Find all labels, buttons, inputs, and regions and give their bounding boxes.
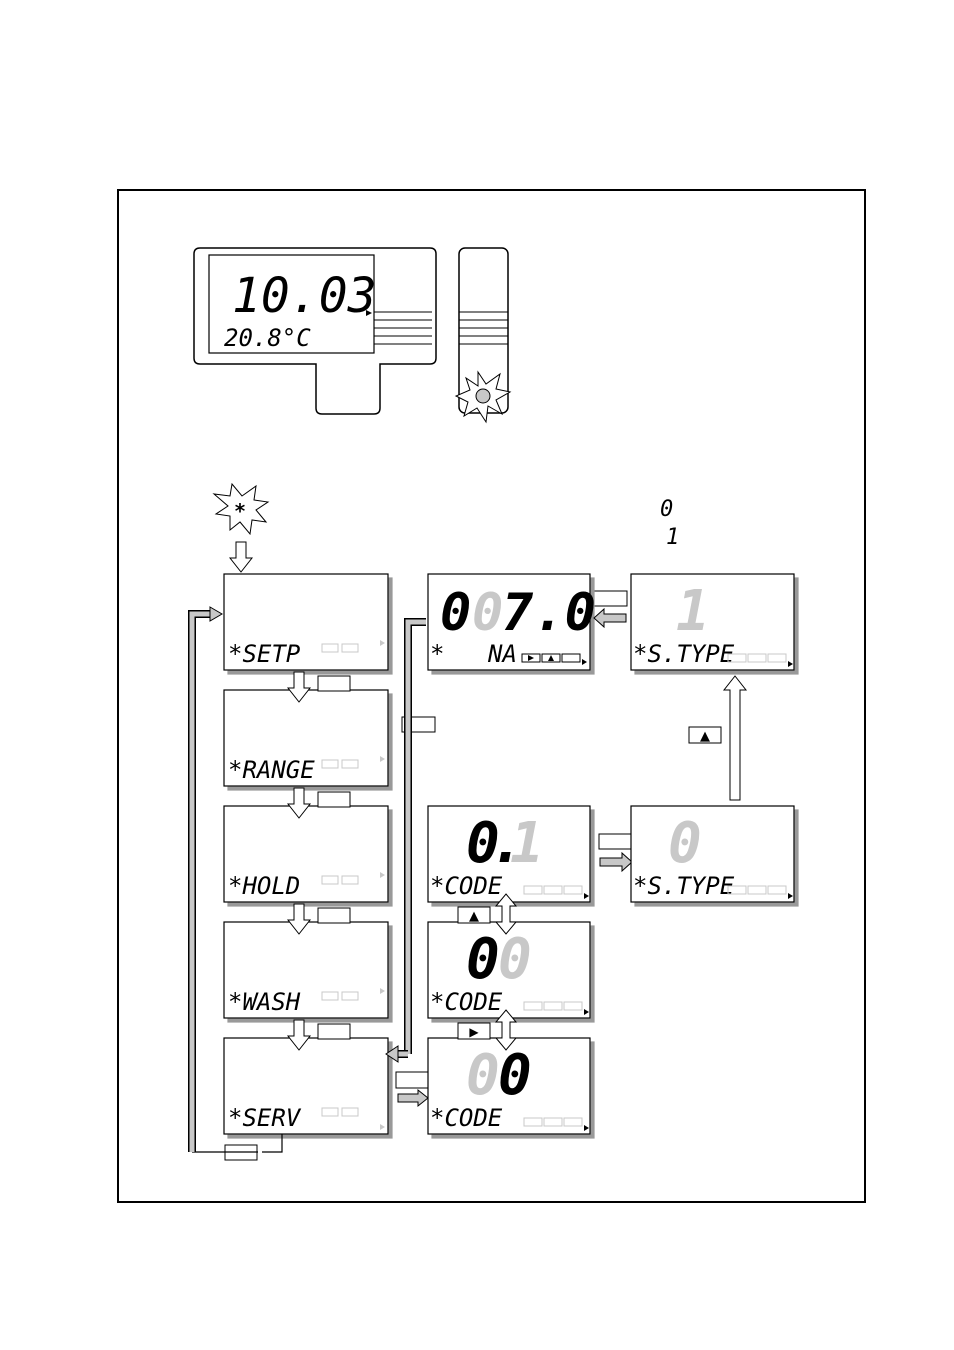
yes-key[interactable] — [599, 834, 631, 849]
mode-key[interactable] — [318, 676, 350, 691]
na-digit-2: 0 — [472, 583, 503, 643]
stype1-value: 1 — [676, 579, 710, 644]
code3-digit-b: 0 — [498, 1043, 532, 1108]
up-arrow-icon — [724, 676, 746, 800]
menu-label-serv: *SERV — [228, 1104, 302, 1132]
code2-label: *CODE — [430, 988, 503, 1016]
menu-label-range: *RANGE — [228, 756, 315, 784]
na-digit-1: 0 — [440, 583, 471, 643]
mode-key[interactable] — [318, 792, 350, 807]
mode-key[interactable] — [318, 908, 350, 923]
yes-key[interactable] — [396, 1072, 428, 1088]
na-label: NA — [487, 640, 517, 668]
stype0-label: *S.TYPE — [633, 872, 735, 900]
up-key[interactable]: ▲ — [458, 907, 490, 924]
code2-digit-b: 0 — [498, 927, 532, 992]
menu-label-hold: *HOLD — [228, 872, 300, 900]
temperature-reading: 20.8°C — [224, 324, 311, 352]
menu-label-wash: *WASH — [228, 988, 301, 1016]
menu-label-setp: *SETP — [228, 640, 301, 668]
right-arrow-icon: ▶ — [469, 1025, 479, 1039]
na-digit-3: 7.0 — [502, 583, 596, 643]
main-reading: 10.03 — [232, 268, 377, 324]
stype0-value: 0 — [668, 811, 702, 876]
right-arrow-icon — [600, 853, 632, 871]
left-arrow-icon — [594, 609, 626, 627]
star-key-label: * — [234, 499, 246, 523]
device-side-view — [456, 248, 510, 422]
code3-label: *CODE — [430, 1104, 503, 1132]
yes-key[interactable] — [594, 591, 627, 606]
code2-digit-a: 0 — [466, 927, 500, 992]
right-key[interactable]: ▶ — [458, 1023, 490, 1039]
up-key[interactable]: ▲ — [689, 727, 721, 744]
stype1-label: *S.TYPE — [633, 640, 735, 668]
down-arrow-icon — [230, 542, 252, 572]
code1-digit-c: 1 — [510, 811, 544, 876]
up-arrow-icon: ▲ — [469, 909, 479, 924]
star-key-burst-icon: * — [214, 484, 268, 534]
analyzer-device: 10.03 20.8°C — [194, 248, 436, 414]
na-star: * — [430, 640, 444, 668]
code3-digit-a: 0 — [466, 1043, 500, 1108]
legend-value-1: 1 — [666, 525, 679, 550]
star-key-button[interactable] — [476, 389, 490, 403]
code1-label: *CODE — [430, 872, 503, 900]
legend-value-0: 0 — [660, 497, 673, 522]
up-arrow-icon: ▲ — [700, 729, 710, 744]
right-arrow-icon — [398, 1090, 428, 1106]
mode-key[interactable] — [318, 1024, 350, 1039]
